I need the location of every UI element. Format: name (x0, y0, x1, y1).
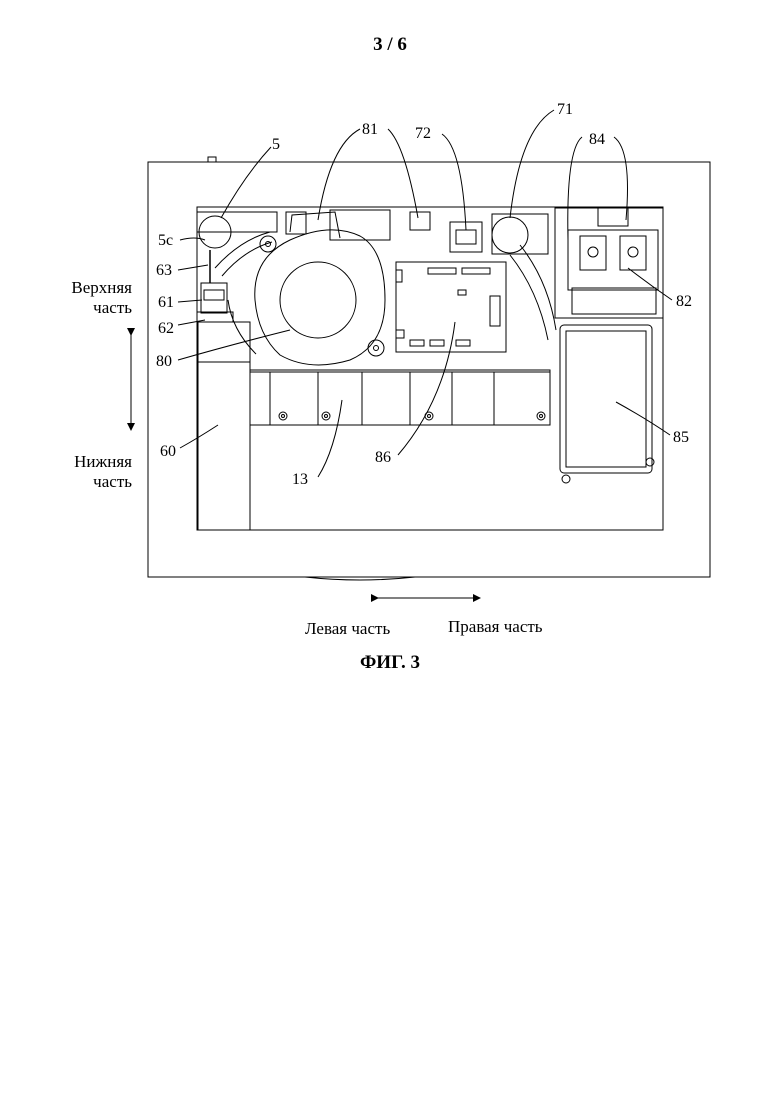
inner-frame (197, 207, 663, 530)
tank-5-bracket (197, 212, 277, 232)
blower-impeller-80 (280, 262, 356, 338)
ref-60: 60 (160, 443, 176, 460)
blower-housing-80 (255, 230, 385, 365)
reference-numerals: 5 5c 63 61 62 80 60 13 86 81 72 71 84 82… (156, 101, 692, 488)
ref-13: 13 (292, 471, 308, 488)
lower-frame-13 (250, 370, 550, 425)
top-tab (208, 157, 216, 162)
left-part-label: Левая часть (305, 619, 390, 638)
ref-62: 62 (158, 320, 174, 337)
ref-61: 61 (158, 294, 174, 311)
tank-71 (492, 217, 528, 253)
ref-81: 81 (362, 121, 378, 138)
ref-82: 82 (676, 293, 692, 310)
battery-85 (560, 325, 652, 473)
block-84 (598, 208, 628, 226)
ref-5: 5 (272, 136, 280, 153)
leader-lines (131, 110, 672, 598)
ref-5c: 5c (158, 232, 173, 249)
ref-71: 71 (557, 101, 573, 118)
ref-63: 63 (156, 262, 172, 279)
module-housing (555, 208, 663, 318)
ref-72: 72 (415, 125, 431, 142)
right-part-label: Правая часть (448, 617, 543, 636)
duct-arc-left (215, 232, 270, 268)
ref-80: 80 (156, 353, 172, 370)
block-81 (410, 212, 430, 230)
ref-85: 85 (673, 429, 689, 446)
left-column-60 (198, 322, 250, 530)
pump-61 (201, 283, 227, 313)
figure-caption: ФИГ. 3 (0, 652, 780, 674)
ref-86: 86 (375, 449, 391, 466)
ref-84: 84 (589, 131, 605, 148)
